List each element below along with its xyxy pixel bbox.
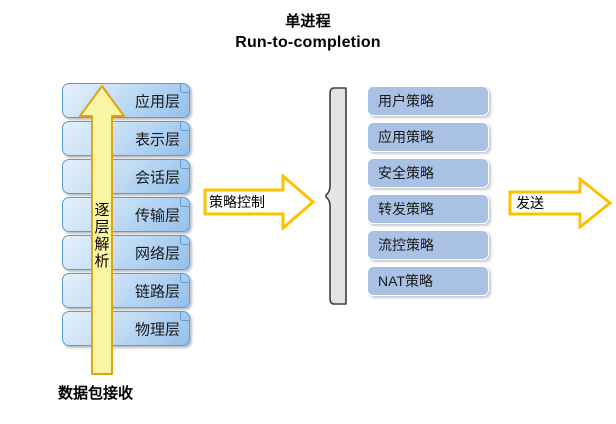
policy-item-flow-control[interactable]: 流控策略	[367, 230, 489, 260]
policy-item-label: 流控策略	[378, 237, 434, 253]
osi-layer-box-physical[interactable]: 物理层	[62, 311, 190, 346]
title-line-english: Run-to-completion	[235, 34, 381, 51]
policy-item-security[interactable]: 安全策略	[367, 158, 489, 188]
policy-item-label: 转发策略	[378, 201, 434, 217]
packet-receive-caption: 数据包接收	[58, 385, 134, 402]
policy-item-label: 安全策略	[378, 165, 434, 181]
curly-brace-icon	[324, 86, 348, 306]
up-arrow-icon: 逐 层 解 析	[78, 84, 126, 376]
policy-item-user[interactable]: 用户策略	[367, 86, 489, 116]
title-line-chinese: 单进程	[285, 13, 331, 30]
policy-item-label: 应用策略	[378, 129, 434, 145]
osi-layer-label: 表示层	[134, 131, 180, 148]
policy-item-label: NAT策略	[378, 273, 433, 289]
policy-list: 用户策略 应用策略 安全策略 转发策略 流控策略 NAT策略	[367, 86, 489, 302]
osi-layer-box-transport[interactable]: 传输层	[62, 197, 190, 232]
osi-layer-label: 物理层	[134, 321, 180, 338]
up-arrow-label: 逐 层 解 析	[94, 202, 110, 270]
policy-item-application[interactable]: 应用策略	[367, 122, 489, 152]
osi-layer-box-datalink[interactable]: 链路层	[62, 273, 190, 308]
send-arrow-icon: 发送	[508, 177, 612, 229]
policy-item-forwarding[interactable]: 转发策略	[367, 194, 489, 224]
osi-layer-label: 链路层	[134, 283, 180, 300]
osi-layer-label: 应用层	[134, 93, 180, 110]
osi-layer-box-presentation[interactable]: 表示层	[62, 121, 190, 156]
osi-layer-label: 传输层	[134, 207, 180, 224]
policy-control-arrow-label: 策略控制	[209, 194, 265, 210]
policy-item-label: 用户策略	[378, 93, 434, 109]
policy-item-nat[interactable]: NAT策略	[367, 266, 489, 296]
osi-layer-stack: 应用层 表示层 会话层 传输层 网络层 链路层 物理层	[62, 83, 190, 349]
diagram-title: 单进程 Run-to-completion	[0, 12, 616, 53]
policy-control-arrow-icon: 策略控制	[203, 174, 315, 230]
osi-layer-label: 网络层	[134, 245, 180, 262]
send-arrow-label: 发送	[516, 195, 544, 211]
osi-layer-label: 会话层	[134, 169, 180, 186]
osi-layer-box-network[interactable]: 网络层	[62, 235, 190, 270]
osi-layer-box-session[interactable]: 会话层	[62, 159, 190, 194]
